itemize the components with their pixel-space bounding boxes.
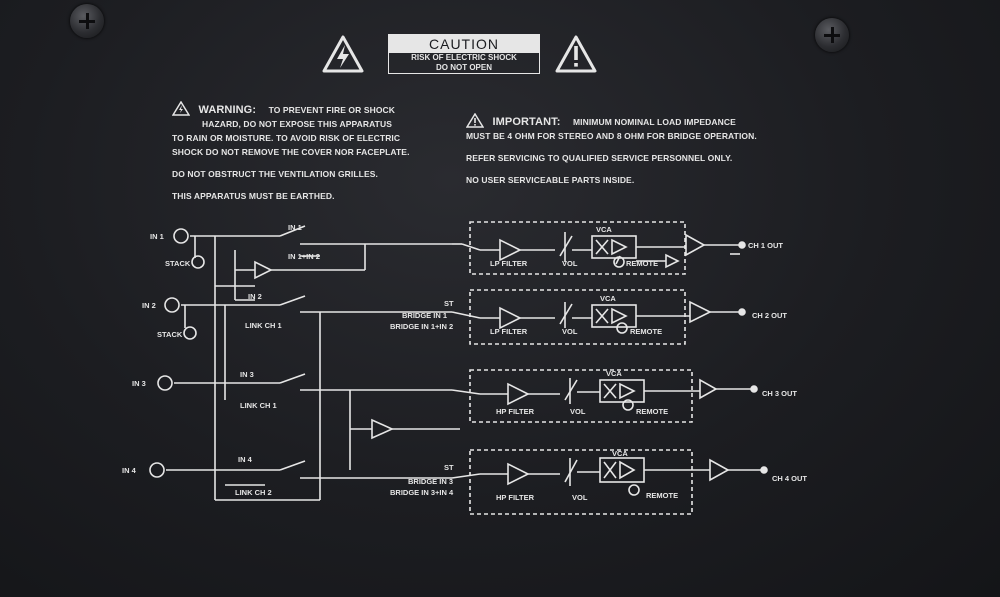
label-remote-3: REMOTE: [636, 407, 668, 416]
important-line-1: MINIMUM NOMINAL LOAD IMPEDANCE: [572, 117, 736, 127]
label-remote-4: REMOTE: [646, 491, 678, 500]
label-remote-2: REMOTE: [630, 327, 662, 336]
label-ch4-out: CH 4 OUT: [772, 474, 807, 483]
label-vca-1: VCA: [596, 225, 612, 234]
label-ch3-out: CH 3 OUT: [762, 389, 797, 398]
label-sw-in3: IN 3: [240, 370, 254, 379]
label-ch2-out: CH 2 OUT: [752, 311, 787, 320]
label-vol-4: VOL: [572, 493, 588, 502]
caution-line-1: RISK OF ELECTRIC SHOCK: [411, 53, 517, 62]
screw-top-left: [70, 4, 104, 38]
label-sw-in2: IN 2: [248, 292, 262, 301]
label-sw-in1in2: IN 1+IN 2: [288, 252, 320, 261]
label-link-ch1-b: LINK CH 1: [240, 401, 277, 410]
label-ch1-out: CH 1 OUT: [748, 241, 783, 250]
label-link-ch2: LINK CH 2: [235, 488, 272, 497]
label-st-2: ST: [444, 463, 454, 472]
warning-line-2: HAZARD, DO NOT EXPOSE THIS APPARATUS: [202, 119, 392, 129]
exclamation-warning-icon: [555, 35, 597, 73]
important-block: IMPORTANT: MINIMUM NOMINAL LOAD IMPEDANC…: [465, 112, 757, 187]
label-lp-filter-2: LP FILTER: [490, 327, 528, 336]
label-in3: IN 3: [132, 379, 146, 388]
label-bridge-in1: BRIDGE IN 1: [402, 311, 447, 320]
label-stack-2: STACK: [157, 330, 183, 339]
label-in2: IN 2: [142, 301, 156, 310]
label-vca-3: VCA: [606, 369, 622, 378]
label-bridge-in3in4: BRIDGE IN 3+IN 4: [390, 488, 454, 497]
important-heading: IMPORTANT:: [492, 116, 561, 128]
label-vca-2: VCA: [600, 294, 616, 303]
label-hp-filter-4: HP FILTER: [496, 493, 535, 502]
important-line-2: MUST BE 4 OHM FOR STEREO AND 8 OHM FOR B…: [466, 131, 757, 141]
warning-line-3: TO RAIN OR MOISTURE. TO AVOID RISK OF EL…: [172, 133, 401, 143]
warning-line-4: SHOCK DO NOT REMOVE THE COVER NOR FACEPL…: [172, 147, 410, 157]
caution-title: CAUTION: [389, 35, 539, 53]
label-hp-filter-3: HP FILTER: [496, 407, 535, 416]
warning-triangle-icon: [171, 100, 191, 116]
ventilation-note: DO NOT OBSTRUCT THE VENTILATION GRILLES.: [172, 169, 378, 179]
earthed-note: THIS APPARATUS MUST BE EARTHED.: [172, 191, 335, 201]
no-parts-note: NO USER SERVICEABLE PARTS INSIDE.: [466, 175, 635, 185]
screw-top-right: [815, 18, 849, 52]
label-stack-1: STACK: [165, 259, 191, 268]
label-bridge-in1in2: BRIDGE IN 1+IN 2: [390, 322, 453, 331]
caution-line-2: DO NOT OPEN: [435, 63, 492, 72]
exclamation-small-icon: [465, 112, 485, 128]
label-vca-4: VCA: [612, 449, 628, 458]
label-in4: IN 4: [122, 466, 137, 475]
label-remote-1: REMOTE: [626, 259, 658, 268]
label-vol-3: VOL: [570, 407, 586, 416]
label-vol-2: VOL: [562, 327, 578, 336]
warning-line-1: TO PREVENT FIRE OR SHOCK: [268, 105, 396, 115]
warning-block: WARNING: TO PREVENT FIRE OR SHOCK HAZARD…: [171, 100, 410, 203]
label-sw-in4: IN 4: [238, 455, 253, 464]
label-in1: IN 1: [150, 232, 164, 241]
label-sw-in1: IN 1: [288, 223, 302, 232]
label-bridge-in3: BRIDGE IN 3: [408, 477, 453, 486]
electric-hazard-icon: [322, 35, 364, 73]
label-st-1: ST: [444, 299, 454, 308]
warning-heading: WARNING:: [198, 104, 257, 116]
servicing-note: REFER SERVICING TO QUALIFIED SERVICE PER…: [466, 153, 733, 163]
label-link-ch1-a: LINK CH 1: [245, 321, 282, 330]
label-vol-1: VOL: [562, 259, 578, 268]
caution-label: CAUTION RISK OF ELECTRIC SHOCK DO NOT OP…: [388, 34, 540, 74]
label-lp-filter-1: LP FILTER: [490, 259, 528, 268]
